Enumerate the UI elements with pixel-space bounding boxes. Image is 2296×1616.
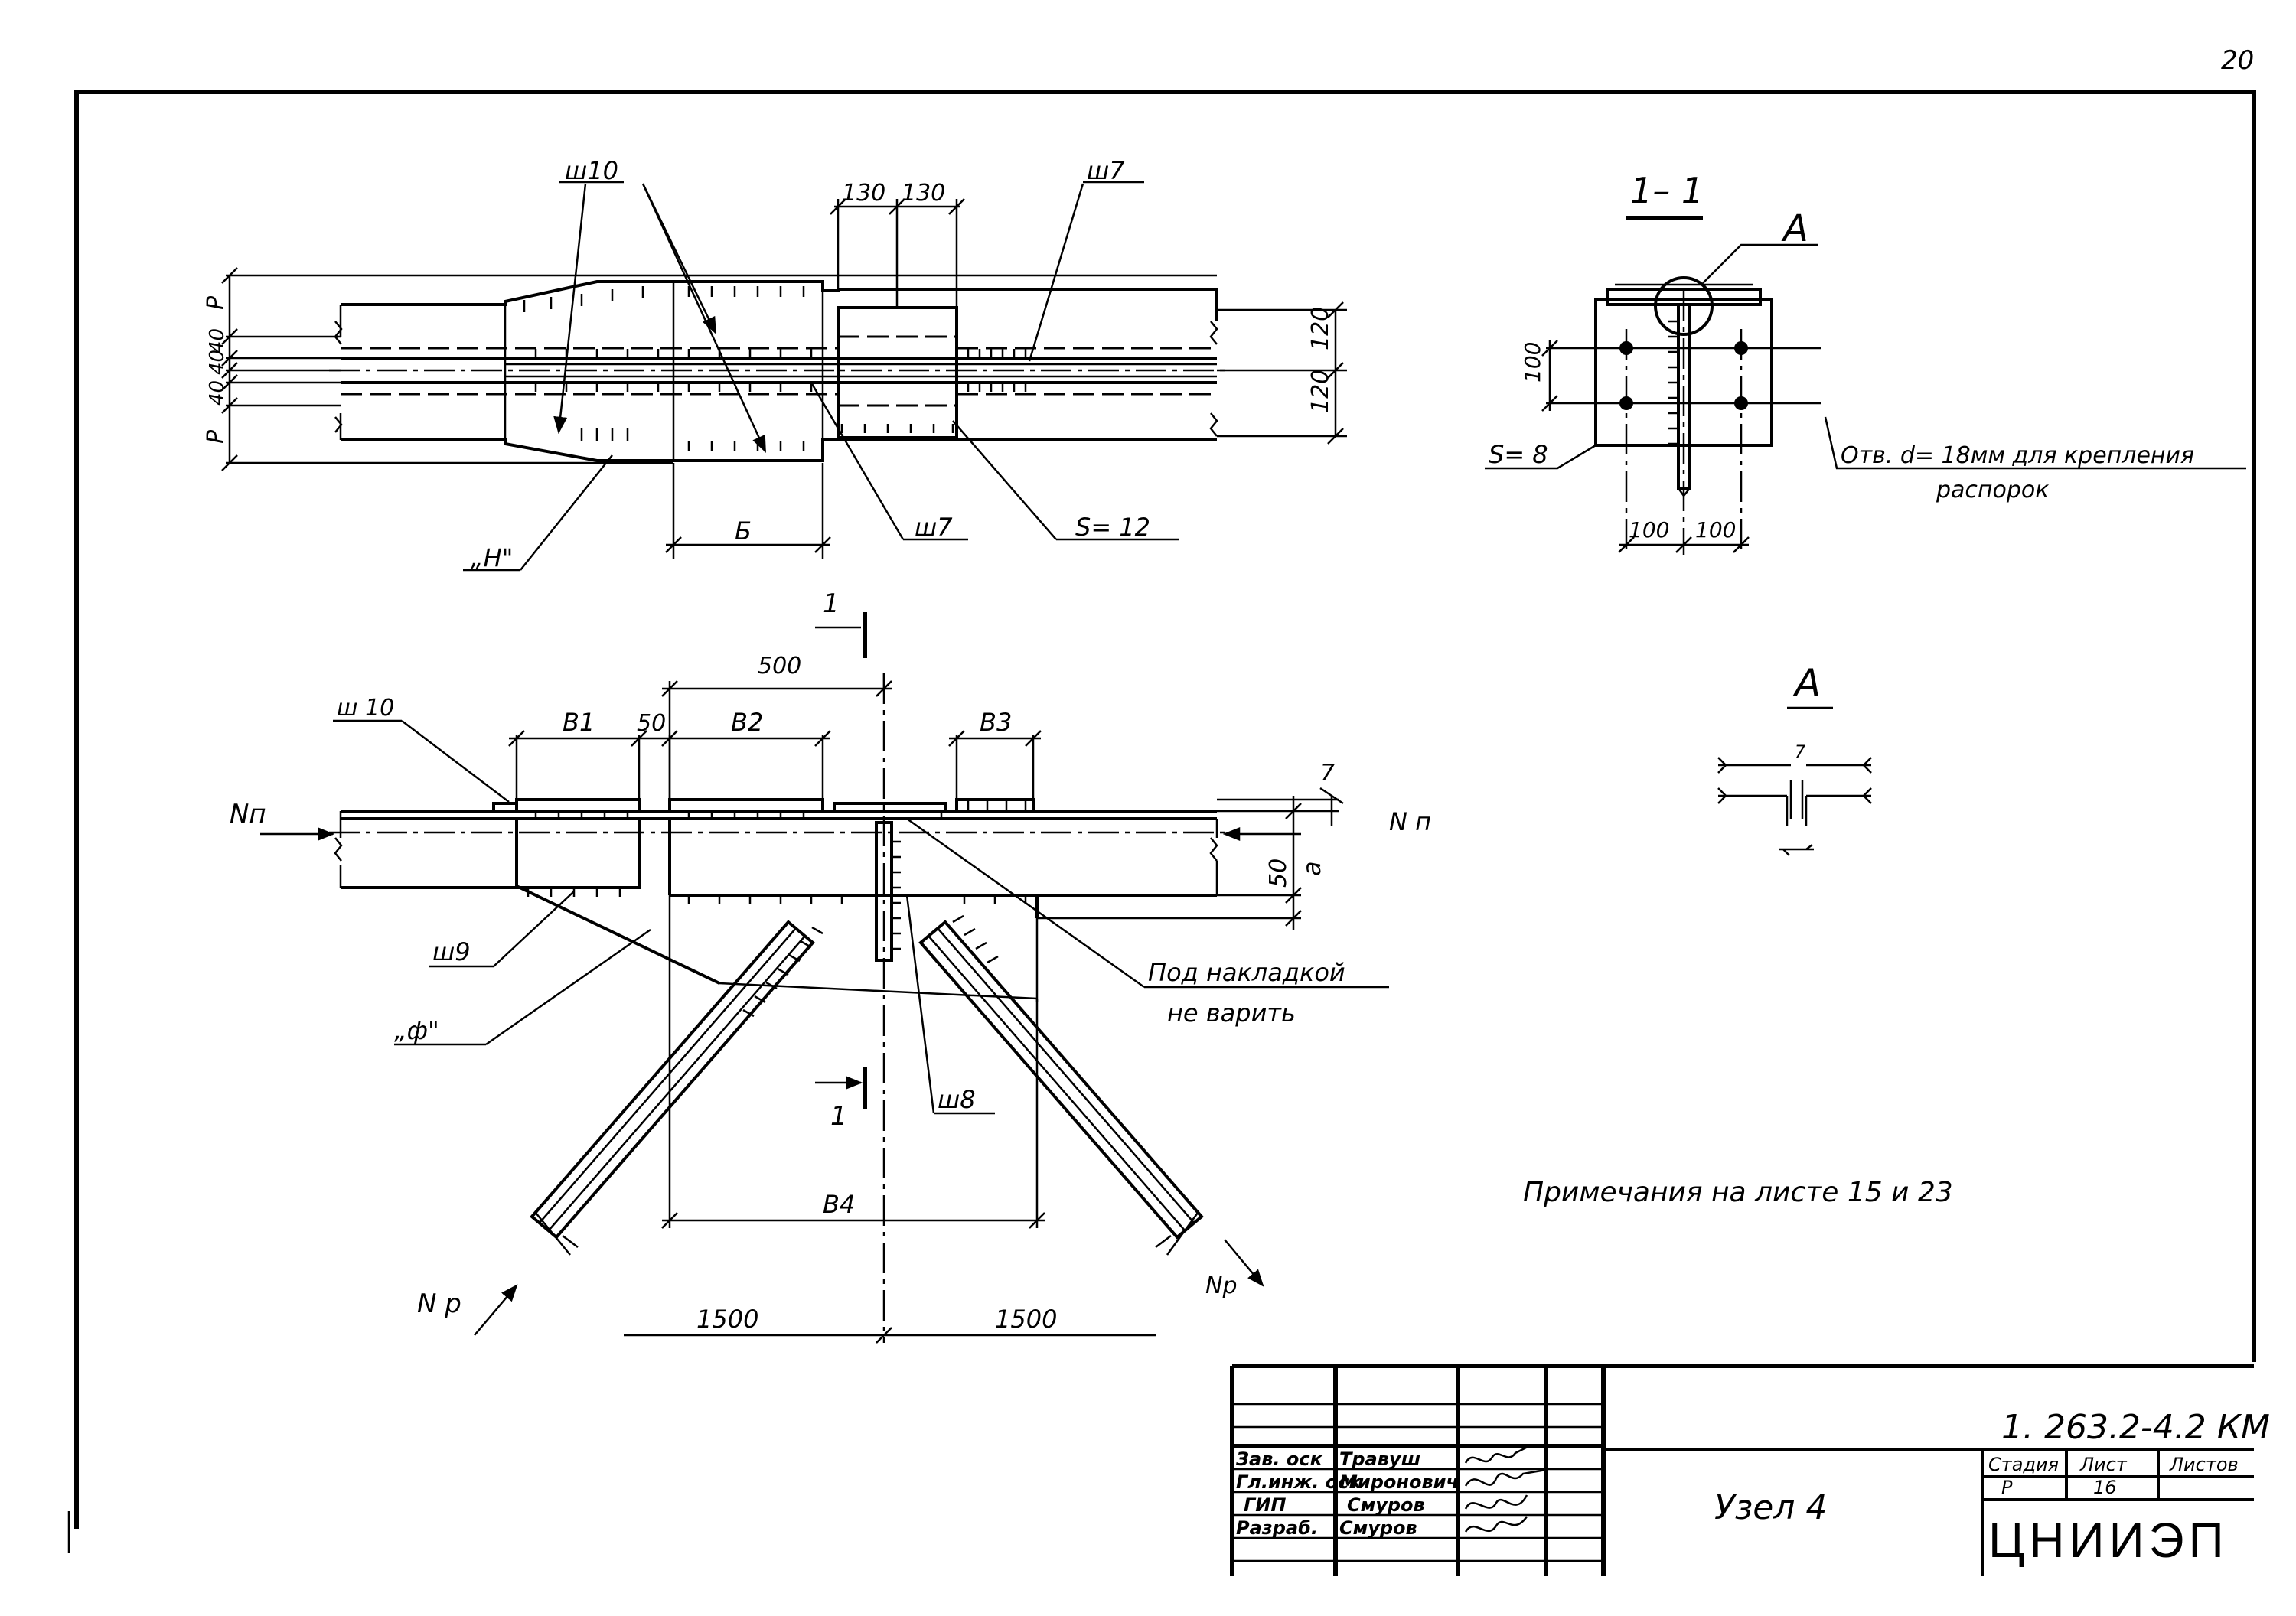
plate-h-label: „H" — [471, 543, 513, 572]
plate-s12-label: S= 12 — [1075, 513, 1150, 542]
role-1: Зав. оск — [1235, 1448, 1323, 1470]
sheet-value: 16 — [2093, 1477, 2117, 1498]
dim-1500a: 1500 — [696, 1305, 758, 1334]
dim-50b: 50 — [1265, 858, 1292, 888]
dim-b4: B4 — [823, 1190, 855, 1219]
force-np-right: N п — [1389, 807, 1431, 836]
name-1: Травуш — [1339, 1448, 1420, 1470]
dim-120b: 120 — [1307, 370, 1334, 413]
stage-label: Стадия — [1988, 1454, 2059, 1475]
dim-b-letter: Б — [735, 516, 752, 546]
hole-note-1: Отв. d= 18мм для крепления — [1841, 442, 2194, 469]
stage-value: Р — [2001, 1477, 2013, 1498]
dim-p-top: P — [203, 295, 230, 310]
sec-dim-100a: 100 — [1629, 517, 1669, 542]
dim-500: 500 — [758, 653, 801, 679]
dim-40b: 40 — [206, 350, 229, 375]
name-2: Миронович — [1339, 1471, 1459, 1493]
elevation-view: 1 1 500 B1 50 B2 B3 ш 10 Nп N п N р Nр 7… — [230, 588, 1431, 1344]
dim-p-bottom: P — [203, 429, 230, 444]
dim-50a: 50 — [637, 710, 666, 737]
hole-note-2: распорок — [1936, 477, 2049, 503]
force-nr-left: N р — [417, 1289, 461, 1319]
weld-sh7-bottom: ш7 — [915, 513, 953, 542]
note-under-plate-2: не варить — [1167, 999, 1296, 1028]
force-nr-right: Nр — [1205, 1272, 1237, 1299]
force-np-left: Nп — [230, 799, 266, 829]
dim-130a: 130 — [842, 180, 885, 207]
section-detail-a: A — [1781, 207, 1808, 250]
note-under-plate-1: Под накладкой — [1148, 958, 1345, 987]
sheets-label: Листов — [2169, 1454, 2239, 1475]
title-block: 1. 263.2-4.2 КМ Узел 4 Стадия Лист Листо… — [1230, 1364, 2270, 1576]
sheet-frame — [67, 90, 2256, 1553]
weld-sh8: ш8 — [938, 1085, 976, 1114]
dim-40c: 40 — [206, 380, 229, 406]
dim-130b: 130 — [902, 180, 945, 207]
section-mark-top: 1 — [823, 588, 840, 619]
dim-a: a — [1297, 861, 1326, 876]
weld-sh7-top: ш7 — [1087, 156, 1125, 185]
weld-sh10-elev: ш 10 — [337, 695, 394, 722]
weld-sh10-top: ш10 — [565, 156, 618, 185]
notes-text: Примечания на листе 15 и 23 — [1523, 1177, 1953, 1208]
dim-120a: 120 — [1307, 307, 1334, 350]
name-3: Смуров — [1347, 1494, 1425, 1516]
detail-a-dim-7: 7 — [1795, 743, 1805, 762]
weld-sh9: ш9 — [432, 937, 471, 966]
section-1-1: 1– 1 A 100 S= 8 Отв. d= 18мм для креплен… — [1485, 170, 2246, 555]
signatures — [1464, 1444, 1547, 1533]
dim-1500b: 1500 — [995, 1305, 1057, 1334]
org-name: ЦНИИЭП — [1988, 1513, 2229, 1568]
section-mark-bottom: 1 — [830, 1101, 847, 1132]
plan-view: P 40 40 40 P 120 120 130 130 Б ш10 ш7 ш7… — [203, 156, 1347, 572]
sec-dim-100b: 100 — [1695, 517, 1736, 542]
dim-b3: B3 — [980, 708, 1012, 737]
role-4: Разраб. — [1236, 1517, 1318, 1539]
dim-7-elev: 7 — [1320, 760, 1335, 787]
plate-f-label: „ф" — [394, 1016, 439, 1045]
plate-s8-label: S= 8 — [1489, 440, 1548, 469]
sec-dim-100-vert: 100 — [1520, 342, 1545, 383]
drawing-name: Узел 4 — [1714, 1488, 1827, 1527]
section-title: 1– 1 — [1630, 170, 1704, 211]
sheet-label: Лист — [2079, 1454, 2128, 1475]
dim-b1: B1 — [563, 708, 595, 737]
dim-b2: B2 — [731, 708, 763, 737]
detail-a: A 7 — [1717, 661, 1872, 856]
page-number: 20 — [2221, 45, 2254, 76]
detail-a-title: A — [1792, 661, 1821, 705]
role-2: Гл.инж. оск — [1236, 1471, 1362, 1493]
dim-40a: 40 — [206, 328, 229, 354]
name-4: Смуров — [1339, 1517, 1417, 1539]
role-3: ГИП — [1244, 1494, 1286, 1516]
doc-code: 1. 263.2-4.2 КМ — [2001, 1408, 2270, 1447]
